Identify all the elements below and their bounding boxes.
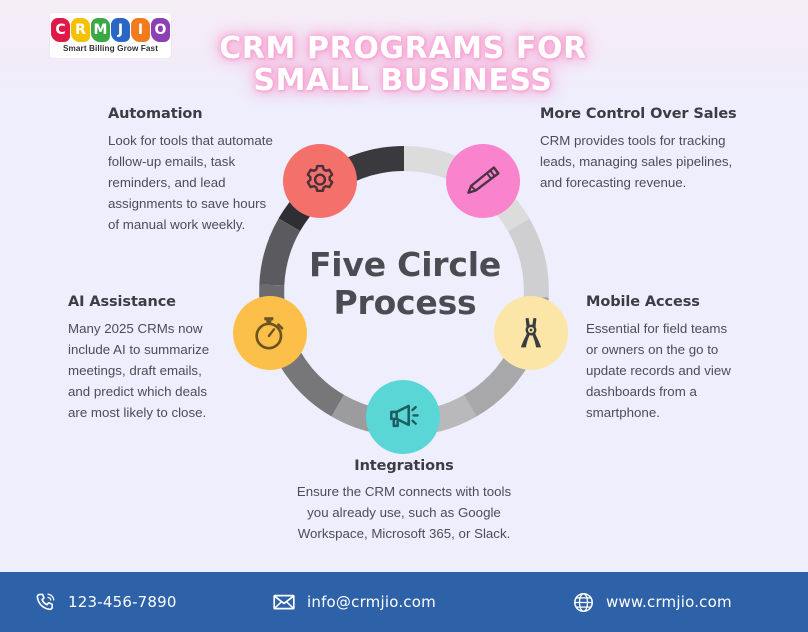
stopwatch-icon [255,317,284,350]
logo-letter-i: I [131,18,150,42]
ring-segment-2 [507,218,549,298]
node-circle-integrations[interactable] [366,380,440,454]
logo-letter-o: O [151,18,170,42]
text-block-ai-assistance: AI Assistance Many 2025 CRMs now include… [68,294,220,423]
heading-more-control-over-sales: More Control Over Sales [540,106,737,122]
heading-integrations: Integrations [354,458,454,474]
text-block-integrations: Integrations Ensure the CRM connects wit… [296,458,512,544]
center-label-line1: Five Circle [308,245,502,284]
node-circle-automation[interactable] [283,144,357,218]
node-circle-mobile-access[interactable] [494,296,568,370]
center-label: Five Circle Process [280,246,530,322]
body-integrations: Ensure the CRM connects with tools you a… [296,484,512,541]
body-automation: Look for tools that automate follow-up e… [108,133,273,232]
phone-icon [33,590,57,614]
node-circle-more-control-over-sales[interactable] [446,144,520,218]
footer-website-text: www.crmjio.com [606,593,732,611]
heading-automation: Automation [108,106,203,122]
footer-contact-bar: 123-456-7890 info@crmjio.com [0,572,808,632]
logo-letter-row: C R M J I O [51,17,170,43]
pliers-icon [520,318,542,348]
envelope-icon [272,590,296,614]
globe-icon [571,590,595,614]
footer-website[interactable]: www.crmjio.com [571,590,732,614]
megaphone-icon [390,404,419,428]
footer-email[interactable]: info@crmjio.com [272,590,436,614]
center-label-line2: Process [333,283,477,322]
body-ai-assistance: Many 2025 CRMs now include AI to summari… [68,321,210,420]
body-more-control-over-sales: CRM provides tools for tracking leads, m… [540,133,733,190]
text-block-automation: Automation Look for tools that automate … [108,106,276,235]
body-mobile-access: Essential for field teams or owners on t… [586,321,731,420]
heading-ai-assistance: AI Assistance [68,294,176,310]
footer-phone-text: 123-456-7890 [68,593,177,611]
page-title: CRM PROGRAMS FOR SMALL BUSINESS [219,31,587,98]
logo-letter-c: C [51,18,70,42]
heading-mobile-access: Mobile Access [586,294,700,310]
ring-segment-7 [278,350,345,417]
brand-logo[interactable]: C R M J I O Smart Billing Grow Fast [50,13,171,58]
text-block-more-control-over-sales: More Control Over Sales CRM provides too… [540,106,740,193]
logo-tagline: Smart Billing Grow Fast [62,44,159,53]
node-circle-ai-assistance[interactable] [233,296,307,370]
logo-letter-m: M [91,18,110,42]
logo-letter-r: R [71,18,90,42]
text-block-mobile-access: Mobile Access Essential for field teams … [586,294,741,423]
footer-email-text: info@crmjio.com [307,593,436,611]
footer-phone[interactable]: 123-456-7890 [33,590,177,614]
gear-icon [306,164,334,193]
logo-letter-j: J [111,18,130,42]
pencil-icon [467,166,500,194]
ring-segment-9 [259,218,301,286]
